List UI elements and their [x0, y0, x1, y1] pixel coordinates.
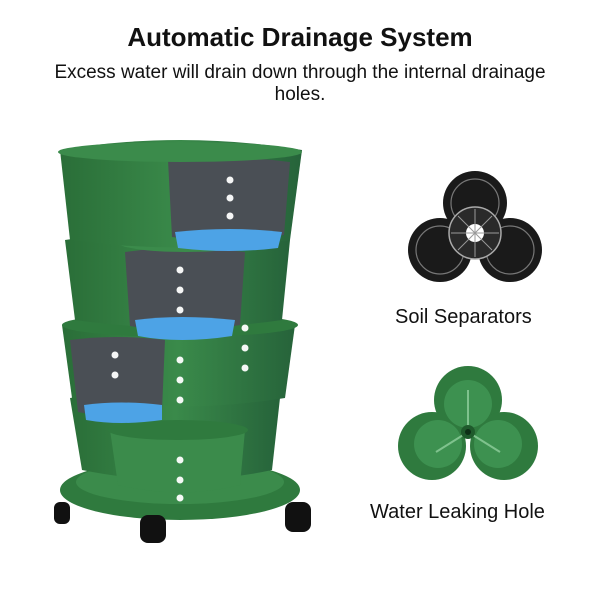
water-leaking-hole-label: Water Leaking Hole [370, 501, 545, 523]
planter-tower-image [54, 140, 311, 543]
page-title: Automatic Drainage System [127, 22, 473, 52]
soil-separators-label: Soil Separators [395, 306, 532, 328]
soil-separator-icon [408, 171, 542, 282]
water-leaking-hole-icon [398, 366, 538, 480]
page-subtitle: Excess water will drain down through the… [54, 62, 546, 105]
